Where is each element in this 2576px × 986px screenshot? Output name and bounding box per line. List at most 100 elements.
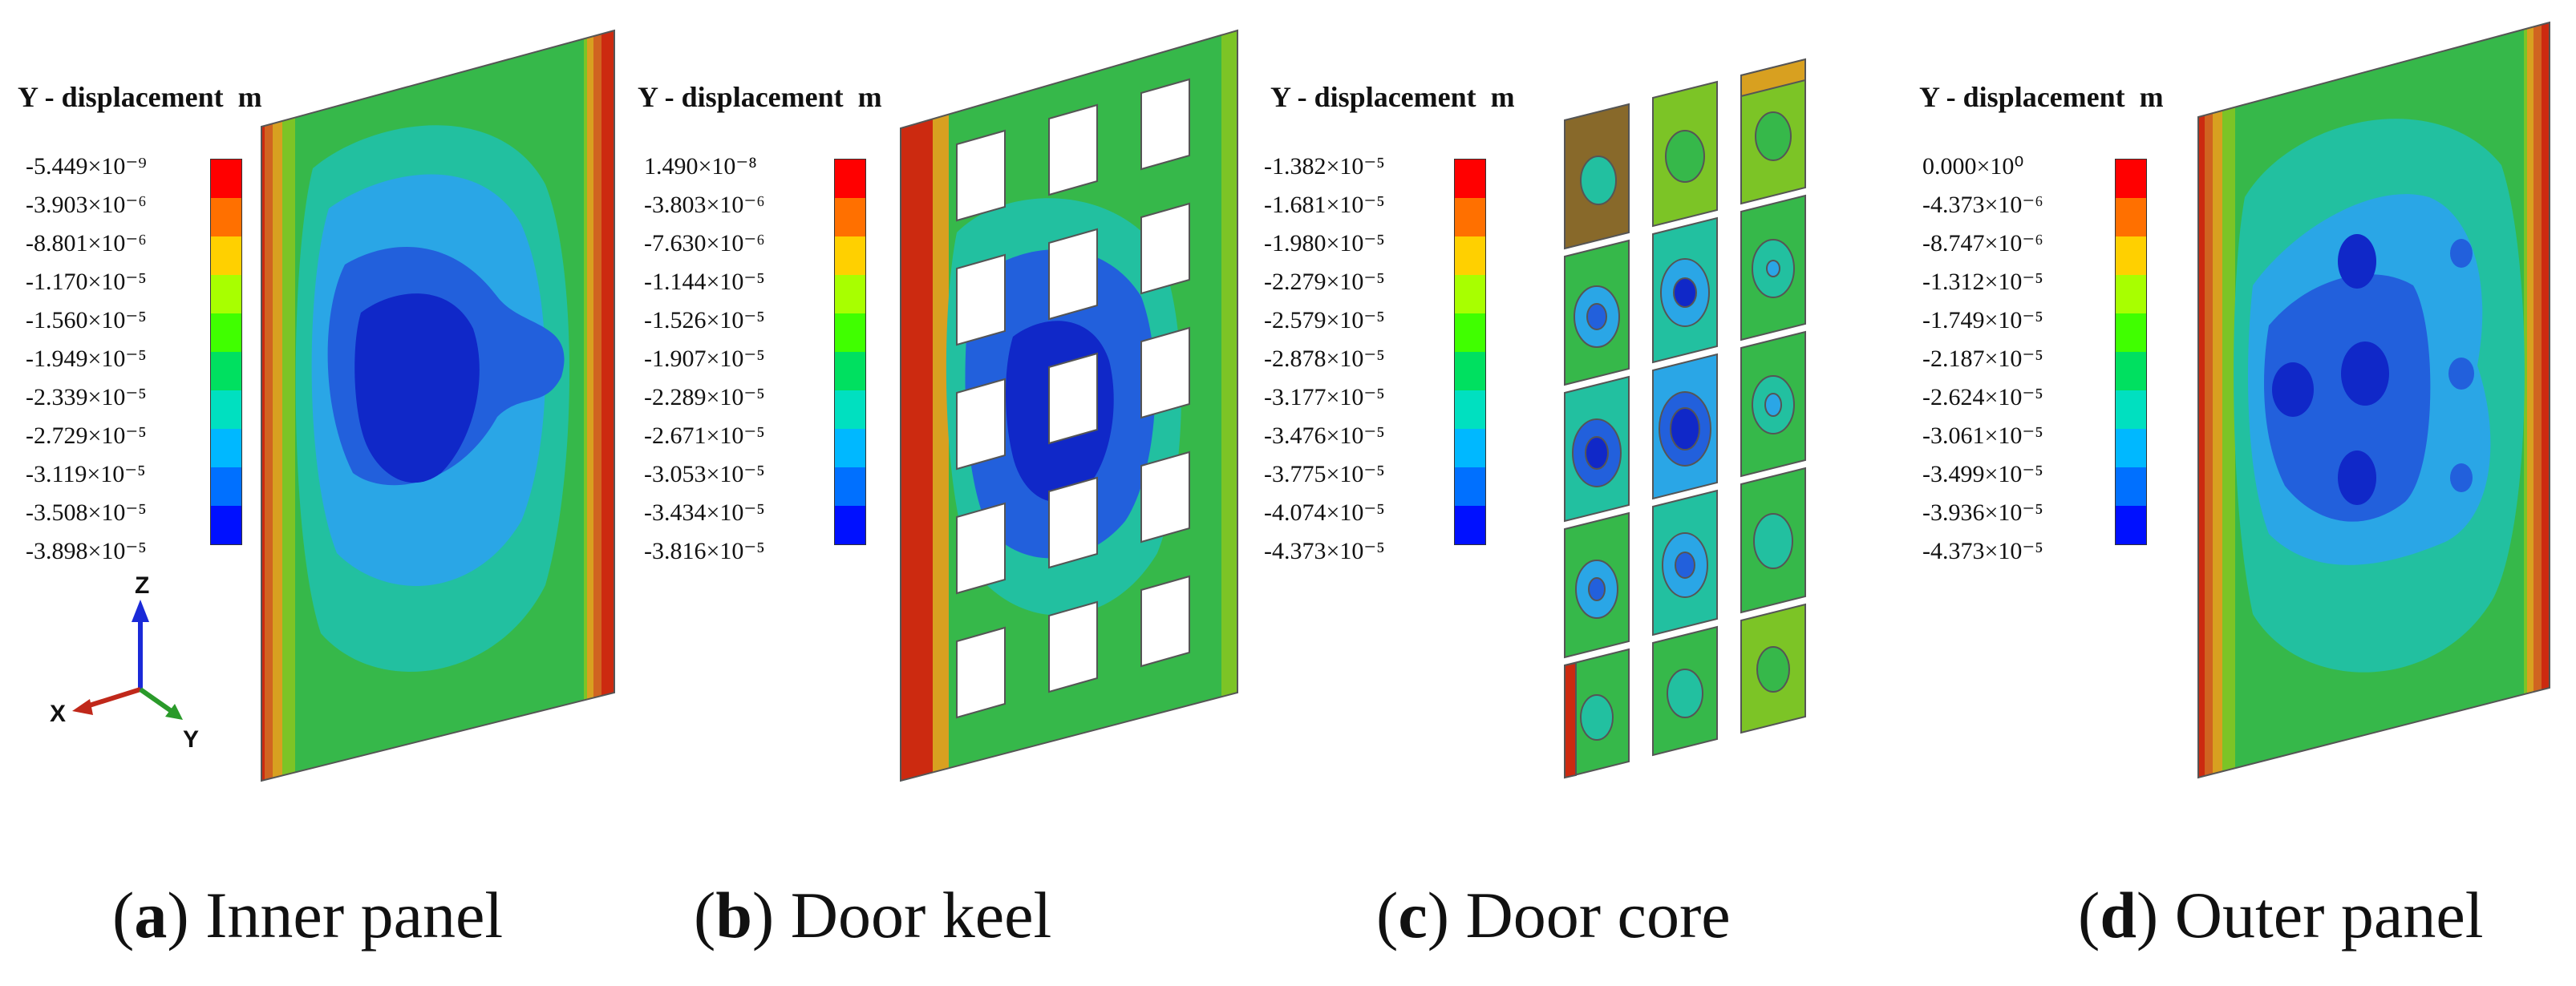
legend-value: -8.747×10⁻⁶: [1922, 230, 2043, 257]
legend-value: -4.373×10⁻⁶: [1922, 192, 2043, 218]
legend-value: -7.630×10⁻⁶: [644, 230, 765, 257]
legend-unit: m: [857, 81, 882, 113]
x-axis-arrow: [83, 687, 141, 709]
legend-swatch: [2116, 313, 2146, 352]
legend-swatch: [2116, 160, 2146, 198]
legend-value: -2.289×10⁻⁵: [644, 384, 765, 410]
legend-swatch: [1455, 160, 1485, 198]
y-axis-label: Y: [183, 726, 199, 753]
caption-outer-panel: (d) Outer panel: [2078, 879, 2484, 952]
caption-door-keel: (b) Door keel: [694, 879, 1052, 952]
y-axis-arrow: [139, 687, 174, 714]
core-blocks: [1564, 58, 1806, 779]
legend-value: -3.508×10⁻⁵: [26, 499, 147, 526]
legend-swatch: [2116, 467, 2146, 506]
legend-swatch: [1455, 313, 1485, 352]
legend-value: -1.949×10⁻⁵: [26, 346, 147, 372]
legend-swatch: [1455, 429, 1485, 467]
legend-value: -2.729×10⁻⁵: [26, 422, 147, 449]
legend-swatch: [1455, 506, 1485, 544]
legend-swatch: [211, 198, 241, 236]
legend-value: -4.373×10⁻⁵: [1264, 538, 1385, 564]
legend-value: -1.907×10⁻⁵: [644, 346, 765, 372]
legend-swatch: [211, 160, 241, 198]
legend-swatch: [835, 198, 865, 236]
caption-door-core: (c) Door core: [1376, 879, 1731, 952]
legend-value: -3.499×10⁻⁵: [1922, 461, 2043, 487]
legend-swatch: [211, 467, 241, 506]
legend-value: -1.526×10⁻⁵: [644, 307, 765, 333]
legend-swatch: [835, 467, 865, 506]
legend-value: -1.560×10⁻⁵: [26, 307, 147, 333]
legend-unit: m: [1490, 81, 1515, 113]
color-scale-bar: [2115, 159, 2147, 545]
color-scale-bar: [210, 159, 242, 545]
legend-value: -2.579×10⁻⁵: [1264, 307, 1385, 333]
legend-value: -1.312×10⁻⁵: [1922, 269, 2043, 295]
outer-panel-contour: [2197, 21, 2550, 779]
legend-swatch: [835, 506, 865, 544]
x-axis-label: X: [50, 701, 66, 727]
legend-value: -1.144×10⁻⁵: [644, 269, 765, 295]
legend-swatch: [1455, 236, 1485, 275]
legend-swatch: [211, 313, 241, 352]
legend-swatch: [2116, 275, 2146, 313]
legend-value: -2.624×10⁻⁵: [1922, 384, 2043, 410]
legend-value: -1.382×10⁻⁵: [1264, 153, 1385, 180]
legend-value: -2.878×10⁻⁵: [1264, 346, 1385, 372]
legend-value: -3.061×10⁻⁵: [1922, 422, 2043, 449]
door-keel-contour: [900, 29, 1238, 782]
legend-value: -1.980×10⁻⁵: [1264, 230, 1385, 257]
legend-value: -2.339×10⁻⁵: [26, 384, 147, 410]
legend-swatch: [835, 352, 865, 390]
x-axis-arrowhead: [72, 699, 93, 715]
legend-swatch: [211, 275, 241, 313]
inner-panel-contour: [261, 29, 615, 782]
legend-value: -3.119×10⁻⁵: [26, 461, 146, 487]
legend-unit: m: [237, 81, 262, 113]
legend-swatch: [835, 236, 865, 275]
legend-swatch: [211, 352, 241, 390]
legend-value: -3.898×10⁻⁵: [26, 538, 147, 564]
legend-value: -2.671×10⁻⁵: [644, 422, 765, 449]
legend-swatch: [835, 160, 865, 198]
legend-swatch: [2116, 198, 2146, 236]
legend-value: -3.434×10⁻⁵: [644, 499, 765, 526]
legend-value: 0.000×10⁰: [1922, 153, 2024, 180]
legend-swatch: [211, 506, 241, 544]
legend-value: -8.801×10⁻⁶: [26, 230, 147, 257]
legend-value: -3.053×10⁻⁵: [644, 461, 765, 487]
y-axis-arrowhead: [165, 704, 183, 720]
z-axis-label: Z: [135, 572, 149, 599]
legend-value: -2.279×10⁻⁵: [1264, 269, 1385, 295]
legend-value: -5.449×10⁻⁹: [26, 153, 147, 180]
legend-value: -2.187×10⁻⁵: [1922, 346, 2043, 372]
legend-value: 1.490×10⁻⁸: [644, 153, 757, 180]
legend-value: -1.681×10⁻⁵: [1264, 192, 1385, 218]
legend-value: -1.749×10⁻⁵: [1922, 307, 2043, 333]
legend-swatch: [2116, 390, 2146, 429]
legend-unit: m: [2139, 81, 2164, 113]
legend-value: -3.903×10⁻⁶: [26, 192, 147, 218]
legend-swatch: [1455, 352, 1485, 390]
legend-swatch: [1455, 390, 1485, 429]
legend-value: -3.936×10⁻⁵: [1922, 499, 2043, 526]
legend-value: -1.170×10⁻⁵: [26, 269, 147, 295]
legend-swatch: [1455, 275, 1485, 313]
legend-value: -3.775×10⁻⁵: [1264, 461, 1385, 487]
legend-swatch: [1455, 467, 1485, 506]
legend-swatch: [2116, 352, 2146, 390]
legend-swatch: [211, 429, 241, 467]
caption-inner-panel: (a) Inner panel: [112, 879, 504, 952]
color-scale-bar: [1454, 159, 1486, 545]
legend-value: -3.816×10⁻⁵: [644, 538, 765, 564]
legend-swatch: [211, 236, 241, 275]
legend-swatch: [2116, 429, 2146, 467]
